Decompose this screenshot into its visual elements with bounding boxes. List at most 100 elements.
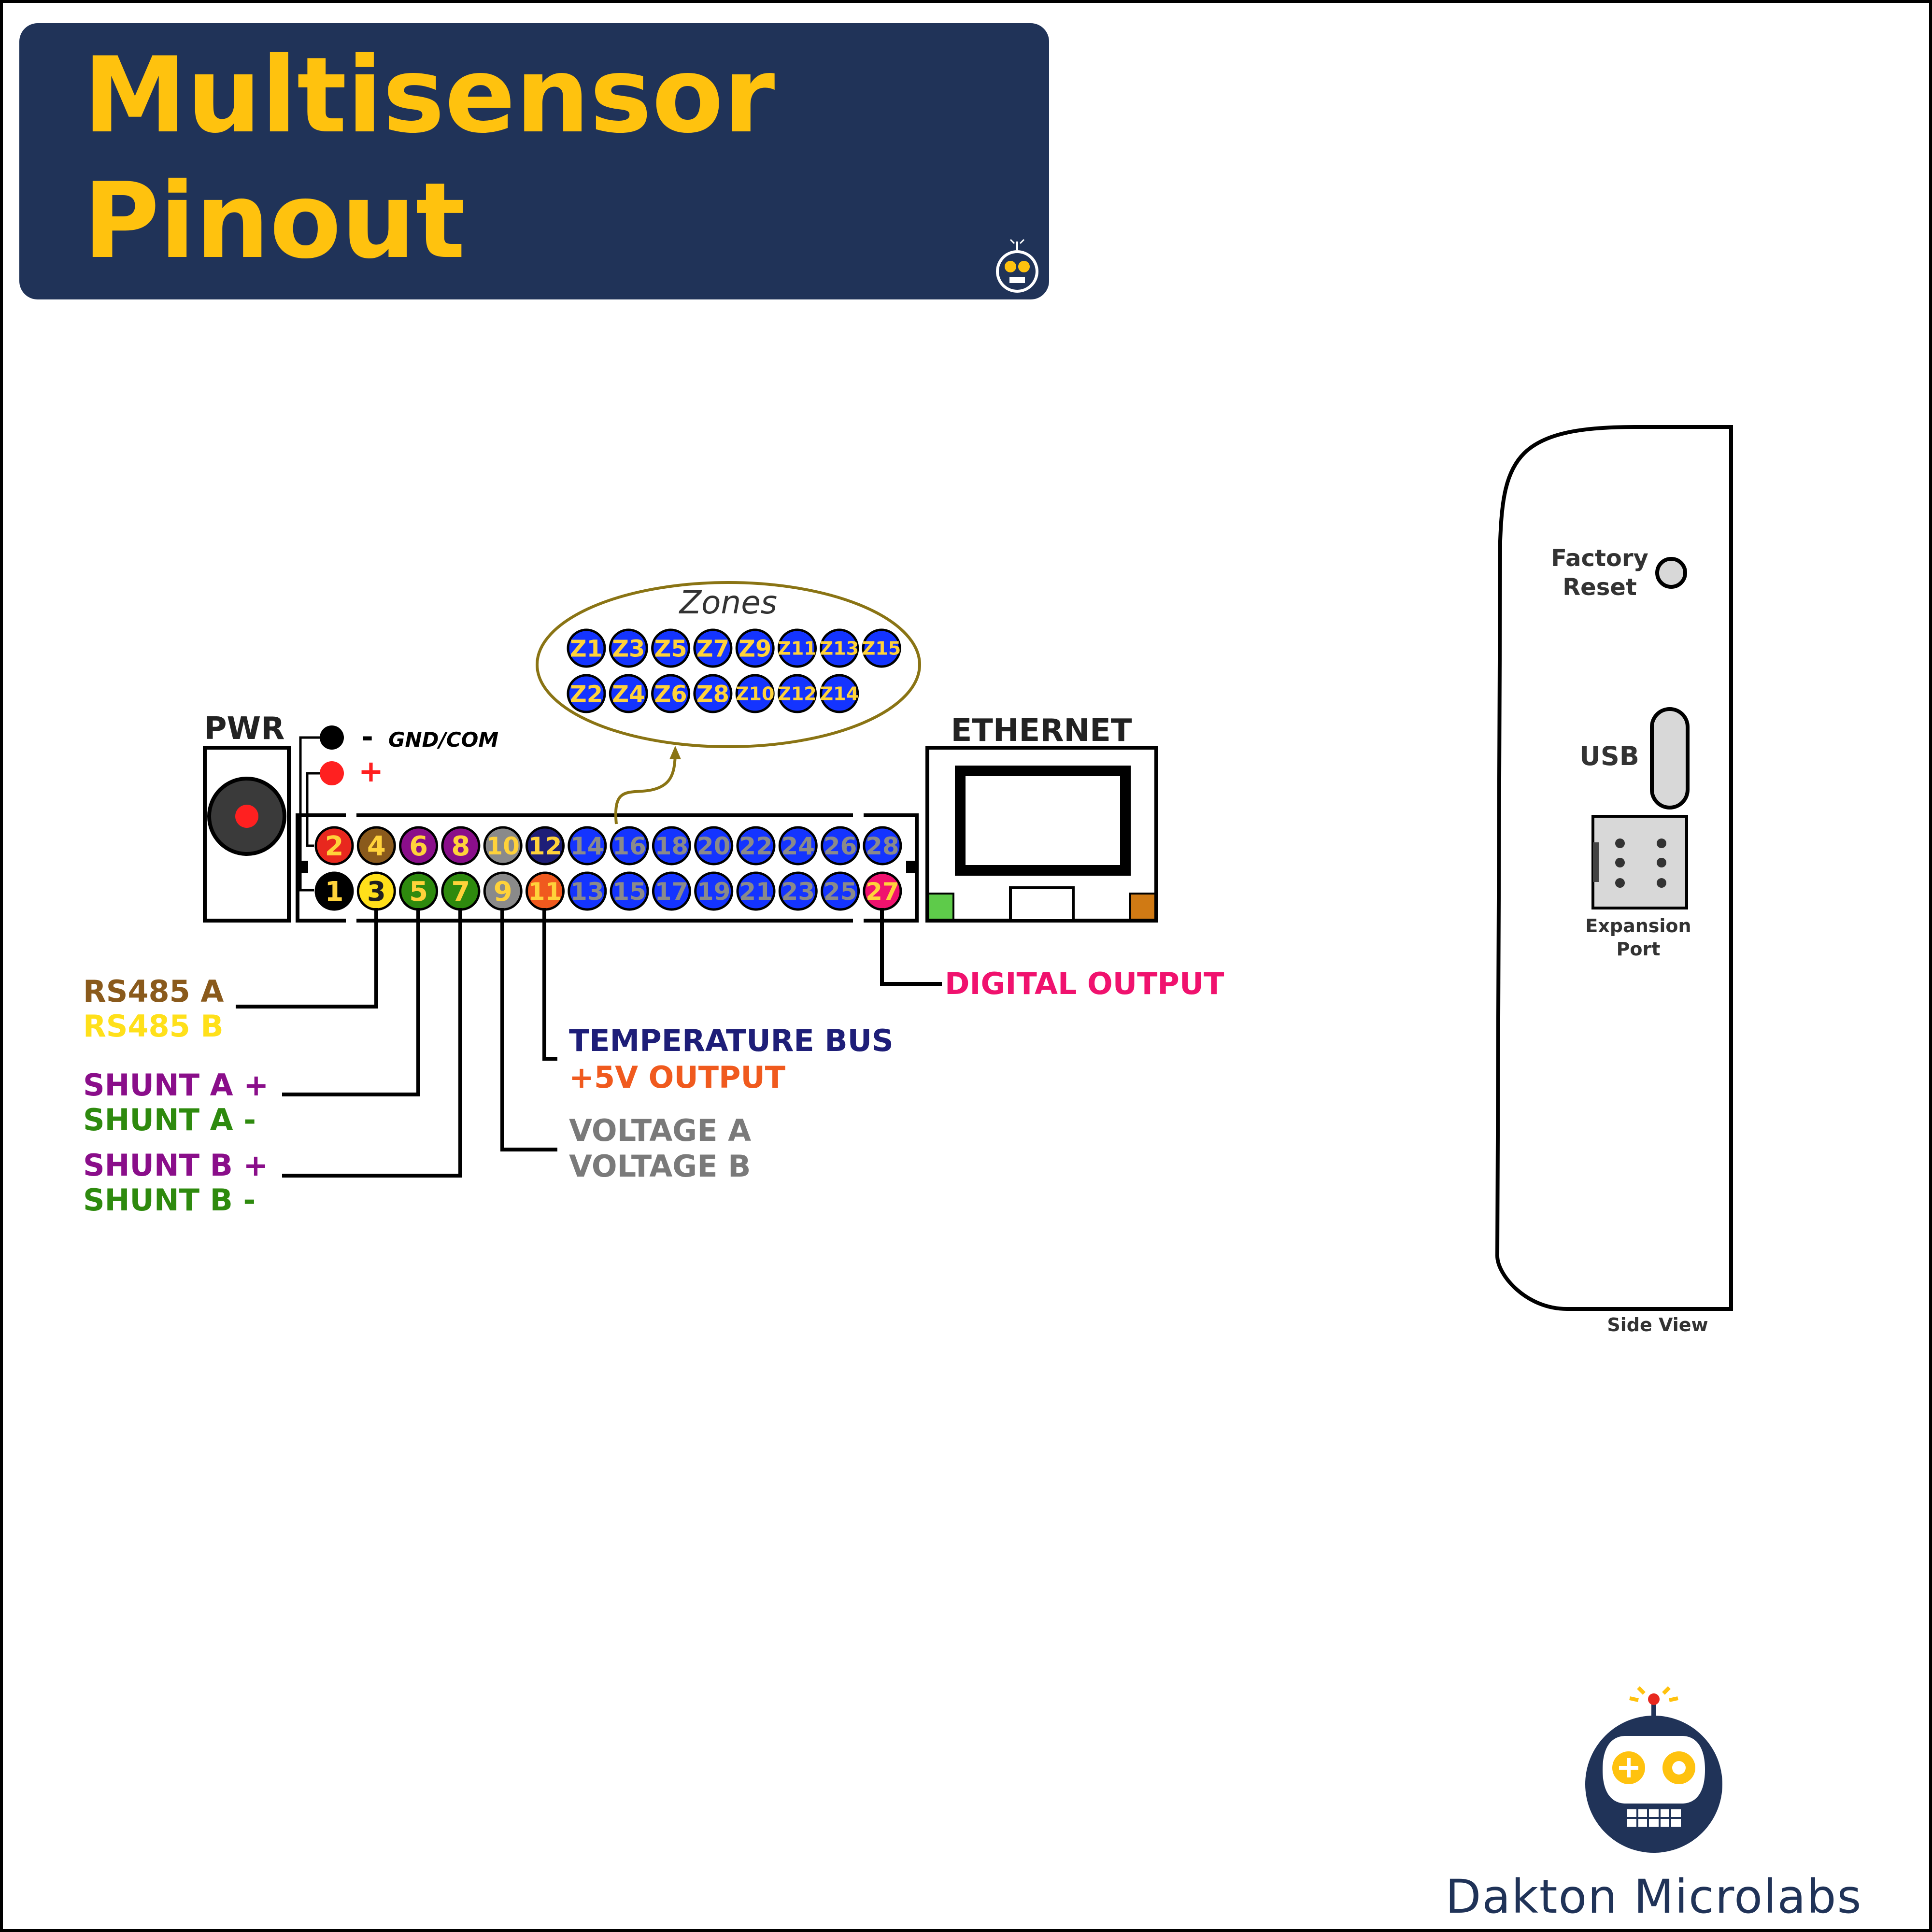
temperature-bus-label: TEMPERATURE BUS [569,1023,894,1058]
zone-z10-circle [735,674,775,713]
pin-15-label: 15 [612,878,646,906]
voltage-a-label: VOLTAGE A [569,1113,751,1148]
pwr-label: PWR [204,711,285,747]
zone-z13-circle [820,628,859,668]
rs485-leader [236,908,378,1009]
pin-23: 23 [778,871,818,911]
voltage-leader [500,908,557,1151]
gnd-indicator-dot [320,725,344,750]
zone-z9: Z9 [735,628,775,668]
pin-1-label: 1 [325,876,344,908]
zone-z2-circle [567,674,606,713]
pin-4-label: 4 [367,831,386,862]
pin-21-label: 21 [739,878,773,906]
zone-z6-circle [651,674,691,713]
zones-pointer-arrowhead [669,746,681,759]
pin-25-label: 25 [824,878,857,906]
plus-indicator-dot [320,761,344,785]
pin-10-circle [483,826,523,866]
zone-z2-label: Z2 [570,681,603,708]
pin-10-label: 10 [486,832,520,860]
pin-22-circle [736,826,776,866]
pin-13-circle [568,871,607,911]
terminal-block [296,813,919,923]
zone-z13: Z13 [820,628,859,668]
zones-title: Zones [679,584,777,621]
pin-15-circle [610,871,649,911]
pin-24-label: 24 [781,832,815,860]
rs485-a-label: RS485 A [83,974,224,1009]
zone-z8: Z8 [693,674,733,713]
zone-z6: Z6 [651,674,691,713]
zone-z3-label: Z3 [612,635,645,662]
pin-28-circle [863,826,902,866]
voltage-b-label: VOLTAGE B [569,1149,751,1184]
pin-18-label: 18 [655,832,689,860]
zone-z5: Z5 [651,628,691,668]
pin-21-circle [736,871,776,911]
expansion-port-key [1593,842,1599,882]
pin-20: 20 [694,826,734,866]
usb-port[interactable] [1650,707,1690,810]
zone-z11: Z11 [778,628,817,668]
pin-14-circle [568,826,607,866]
pin-27: 27 [863,871,902,911]
pin-13-label: 13 [570,878,604,906]
pin-11: 11 [526,871,565,911]
rs485-b-label: RS485 B [83,1009,224,1044]
pin-9-label: 9 [494,876,512,908]
shunt-b-minus-label: SHUNT B - [83,1182,256,1218]
shunt-b-plus-label: SHUNT B + [83,1148,268,1183]
zone-z1-circle [567,628,606,668]
factory-reset-button[interactable] [1655,557,1687,589]
pin-1: 1 [314,871,354,911]
zone-z12-label: Z12 [778,683,816,705]
pin-24-circle [778,826,818,866]
zone-z3: Z3 [609,628,648,668]
pin-5-label: 5 [409,876,428,908]
pin-4: 4 [356,826,396,866]
pin-18-circle [652,826,691,866]
pin-24: 24 [778,826,818,866]
zone-z15-circle [862,628,901,668]
pin-17: 17 [652,871,691,911]
zone-z8-circle [693,674,733,713]
gnd-symbol: - [361,720,373,754]
pin-22-label: 22 [739,832,773,860]
zone-z14-circle [820,674,859,713]
pin-6-circle [399,826,439,866]
pin-26: 26 [821,826,860,866]
temp-bus-leader [542,908,557,1061]
zone-z3-circle [609,628,648,668]
robot-logo-icon [1585,1686,1722,1853]
gnd-label: GND/COM [388,728,498,752]
pin-12-circle [526,826,565,866]
pin-26-label: 26 [824,832,857,860]
zone-z5-label: Z5 [654,635,687,662]
pin-8: 8 [441,826,481,866]
title-banner [19,23,1049,299]
zones-pointer [614,755,677,824]
pin-12: 12 [526,826,565,866]
pin-23-label: 23 [781,878,815,906]
pin-3-label: 3 [367,876,386,908]
title-line-2: Pinout [83,160,466,282]
zone-z11-circle [778,628,817,668]
shunt-a-leader [282,908,420,1096]
pin-15: 15 [610,871,649,911]
pin-8-circle [441,826,481,866]
zone-z1-label: Z1 [570,635,603,662]
pin-19-circle [694,871,734,911]
pin-4-circle [356,826,396,866]
pin-18: 18 [652,826,691,866]
pin-26-circle [821,826,860,866]
expansion-port[interactable] [1591,815,1688,909]
pin-16: 16 [610,826,649,866]
zone-z4-label: Z4 [612,681,645,708]
pin-19-label: 19 [697,878,731,906]
usb-label: USB [1579,741,1639,771]
zone-z11-label: Z11 [778,638,816,659]
